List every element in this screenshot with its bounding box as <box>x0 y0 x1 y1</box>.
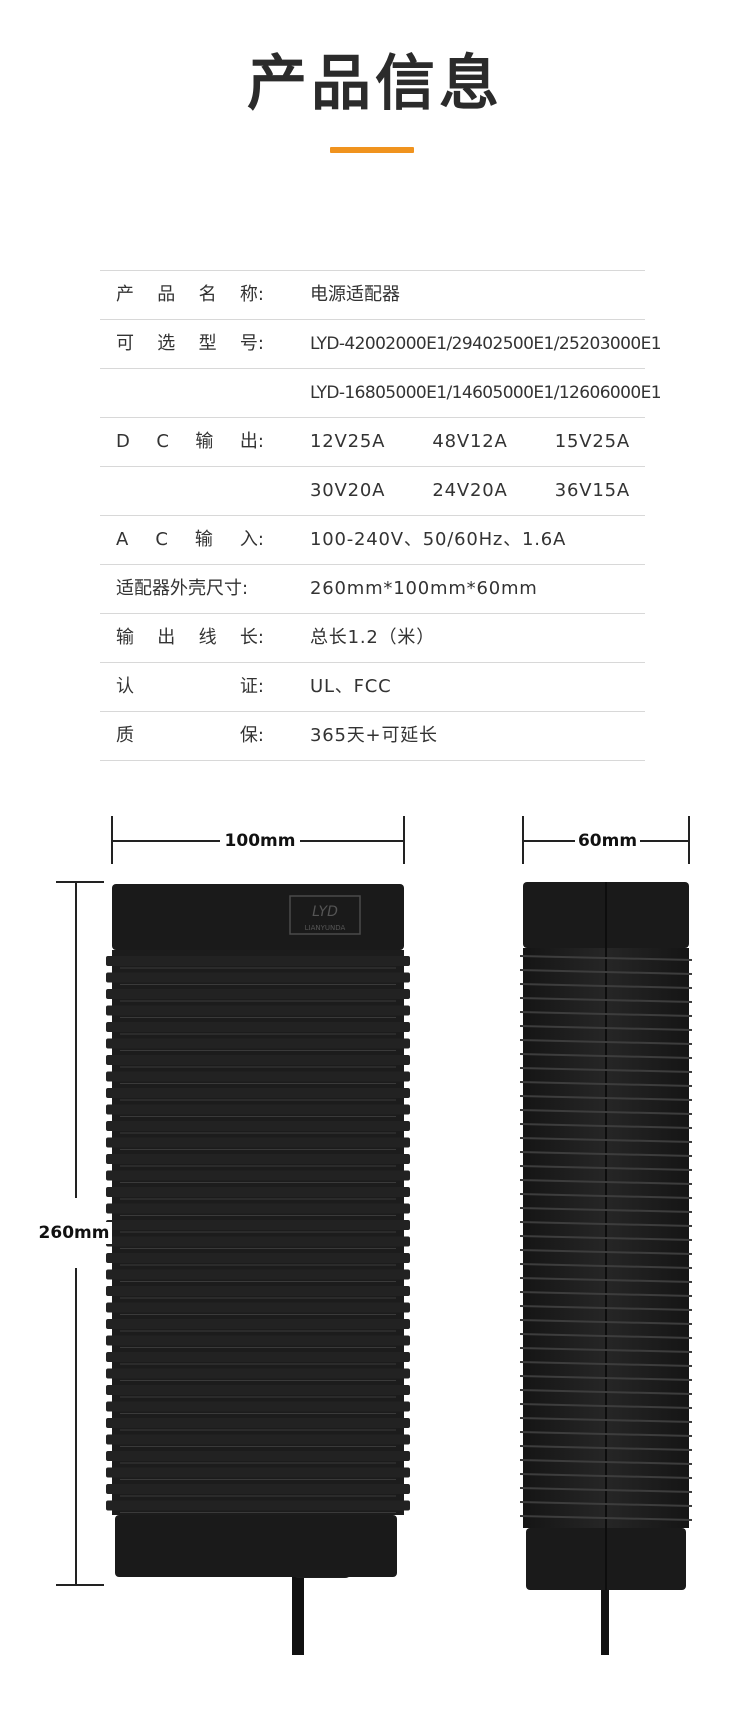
spec-label: 可选型号: <box>116 333 264 354</box>
spec-row-model-cont: LYD-16805000E1/14605000E1/12606000E1 <box>100 368 662 417</box>
spec-row-name: 产品名称: 电源适配器 <box>100 270 645 319</box>
spec-value: 总长1.2（米） <box>310 627 436 648</box>
spec-label: 认证: <box>116 676 264 697</box>
logo-subtext: LIANYUNDA <box>305 924 346 932</box>
spec-row-cert: 认证: UL、FCC <box>100 662 645 711</box>
side-bottom-cap <box>526 1528 686 1590</box>
page-title: 产品信息 <box>247 49 503 119</box>
side-top-cap <box>523 882 689 948</box>
spec-value: 365天+可延长 <box>310 725 438 746</box>
cable <box>292 1570 304 1655</box>
spec-value: 260mm*100mm*60mm <box>310 578 538 599</box>
front-ribs <box>106 956 410 1513</box>
spec-value: 100-240V、50/60Hz、1.6A <box>310 529 567 550</box>
logo-text: LYD <box>312 904 338 920</box>
spec-table: 产品名称: 电源适配器 可选型号: LYD-42002000E1/2940250… <box>100 270 662 761</box>
spec-value: UL、FCC <box>310 676 392 697</box>
side-cable <box>601 1570 609 1655</box>
adapter-front-view: LYD LIANYUNDA <box>106 884 410 1655</box>
side-ribs <box>519 955 693 1521</box>
spec-label: 输出线长: <box>116 627 264 648</box>
spec-row-size: 适配器外壳尺寸: 260mm*100mm*60mm <box>100 564 645 613</box>
spec-row-model: 可选型号: LYD-42002000E1/29402500E1/25203000… <box>100 319 662 368</box>
spec-row-cable: 输出线长: 总长1.2（米） <box>100 613 645 662</box>
adapter-side-view <box>519 882 693 1655</box>
width-label: 100mm <box>221 830 299 852</box>
spec-label: 适配器外壳尺寸: <box>116 578 249 599</box>
logo-box <box>289 895 361 935</box>
front-top-cap <box>112 884 404 950</box>
spec-value: LYD-42002000E1/29402500E1/25203000E1 <box>310 334 662 354</box>
spec-value: LYD-16805000E1/14605000E1/12606000E1 <box>310 383 662 403</box>
depth-label: 60mm <box>576 830 639 852</box>
spec-value: 电源适配器 <box>310 284 400 305</box>
front-body <box>112 950 404 1515</box>
spec-row-warranty: 质保: 365天+可延长 <box>100 711 645 761</box>
front-bottom-cap <box>115 1515 397 1577</box>
strain-relief <box>291 1538 353 1578</box>
length-label: 260mm <box>36 1222 112 1244</box>
side-body <box>523 948 689 1528</box>
title-underline <box>330 147 414 153</box>
spec-label: 产品名称: <box>116 284 264 305</box>
spec-label: 质保: <box>116 725 264 746</box>
